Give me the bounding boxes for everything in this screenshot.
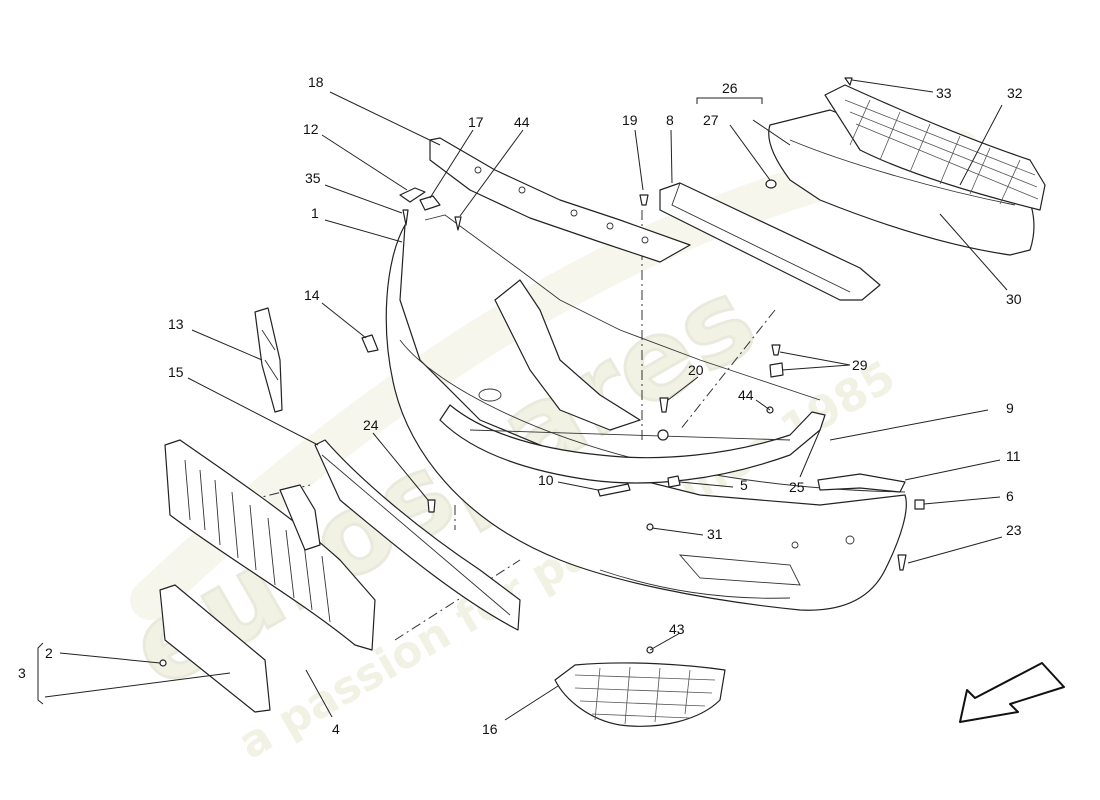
callout-25: 25 [789, 479, 805, 495]
callout-27: 27 [703, 112, 719, 128]
callout-32: 32 [1007, 85, 1023, 101]
callout-26: 26 [722, 80, 738, 96]
part-side-bracket-mid [279, 484, 321, 551]
part-9-lower-spoiler [439, 404, 826, 484]
callout-44-lower: 44 [738, 387, 754, 403]
callout-20: 20 [688, 362, 704, 378]
part-6-clip [914, 499, 925, 510]
part-11-side-insert [817, 473, 906, 493]
callout-16: 16 [482, 721, 498, 737]
callout-29: 29 [852, 357, 868, 373]
part-14-clip [361, 334, 379, 353]
part-16-fog-grille [554, 662, 726, 727]
callout-10: 10 [538, 472, 554, 488]
callout-12: 12 [303, 121, 319, 137]
part-25-center-bracket [494, 279, 641, 431]
callout-24: 24 [363, 417, 379, 433]
part-12-bracket [399, 187, 426, 203]
fasteners [427, 77, 907, 654]
callout-19: 19 [622, 112, 638, 128]
part-17-clip [419, 195, 441, 211]
callout-13: 13 [168, 316, 184, 332]
callout-6: 6 [1006, 488, 1014, 504]
part-15-lower-strip [314, 439, 521, 631]
part-13-side-bracket [254, 307, 283, 413]
callout-5: 5 [740, 477, 748, 493]
part-4-front-grille [164, 439, 376, 651]
callout-33: 33 [936, 85, 952, 101]
callout-17: 17 [468, 114, 484, 130]
part-8-impact-absorber [659, 182, 881, 301]
callout-15: 15 [168, 364, 184, 380]
callout-2: 2 [45, 645, 53, 661]
callout-43: 43 [669, 621, 685, 637]
callout-44-upper: 44 [514, 114, 530, 130]
callout-8: 8 [666, 112, 674, 128]
callout-1: 1 [311, 205, 319, 221]
direction-arrow-icon [959, 662, 1065, 723]
part-27-grille-clip [765, 179, 777, 189]
callout-14: 14 [304, 287, 320, 303]
part-18-upper-crossmember [429, 137, 691, 263]
callout-23: 23 [1006, 522, 1022, 538]
part-44-screw-upper [454, 216, 462, 231]
callout-18: 18 [308, 74, 324, 90]
part-35-screw [402, 209, 409, 226]
part-3-plate-holder [159, 584, 271, 713]
callout-4: 4 [332, 721, 340, 737]
callout-31: 31 [707, 526, 723, 542]
callout-labels: 18 12 17 44 35 1 14 13 15 19 8 26 27 33 … [18, 74, 1023, 737]
callout-11: 11 [1006, 448, 1021, 464]
callout-35: 35 [305, 170, 321, 186]
callout-30: 30 [1006, 291, 1022, 307]
callout-9: 9 [1006, 400, 1014, 416]
part-2-screw [159, 659, 167, 667]
leader-lines [37, 79, 1008, 721]
callout-3: 3 [18, 665, 26, 681]
part-32-grille-mesh [824, 84, 1046, 211]
